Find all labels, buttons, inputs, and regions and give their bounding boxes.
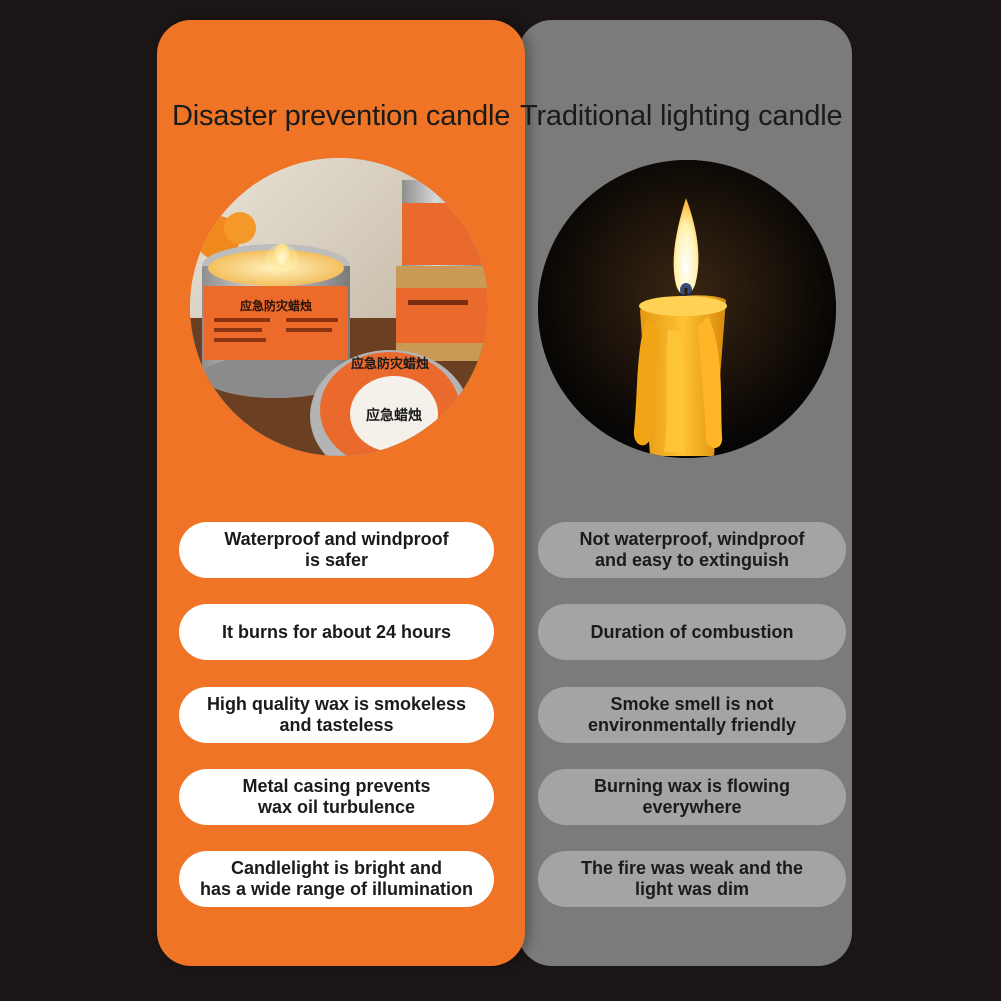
dripping-taper-candle-image (538, 160, 836, 458)
lid-label-text: 应急蜡烛 (366, 407, 422, 424)
traditional-feature-3: Smoke smell is not environmentally frien… (538, 687, 846, 743)
emergency-candle-tins-image: 应急防灾蜡烛 应急蜡烛 应急防灾蜡烛 (190, 158, 488, 456)
disaster-feature-2: It burns for about 24 hours (179, 604, 494, 660)
disaster-feature-5: Candlelight is bright and has a wide ran… (179, 851, 494, 907)
traditional-feature-1: Not waterproof, windproof and easy to ex… (538, 522, 846, 578)
disaster-feature-3: High quality wax is smokeless and tastel… (179, 687, 494, 743)
disaster-feature-1: Waterproof and windproof is safer (179, 522, 494, 578)
traditional-feature-4: Burning wax is flowing everywhere (538, 769, 846, 825)
tin-label-text: 应急防灾蜡烛 (240, 298, 312, 313)
lid-ring-text: 应急防灾蜡烛 (351, 356, 429, 372)
disaster-candle-title: Disaster prevention candle (172, 100, 511, 132)
traditional-feature-5: The fire was weak and the light was dim (538, 851, 846, 907)
traditional-feature-2: Duration of combustion (538, 604, 846, 660)
traditional-candle-title: Traditional lighting candle (520, 100, 843, 132)
disaster-feature-4: Metal casing prevents wax oil turbulence (179, 769, 494, 825)
